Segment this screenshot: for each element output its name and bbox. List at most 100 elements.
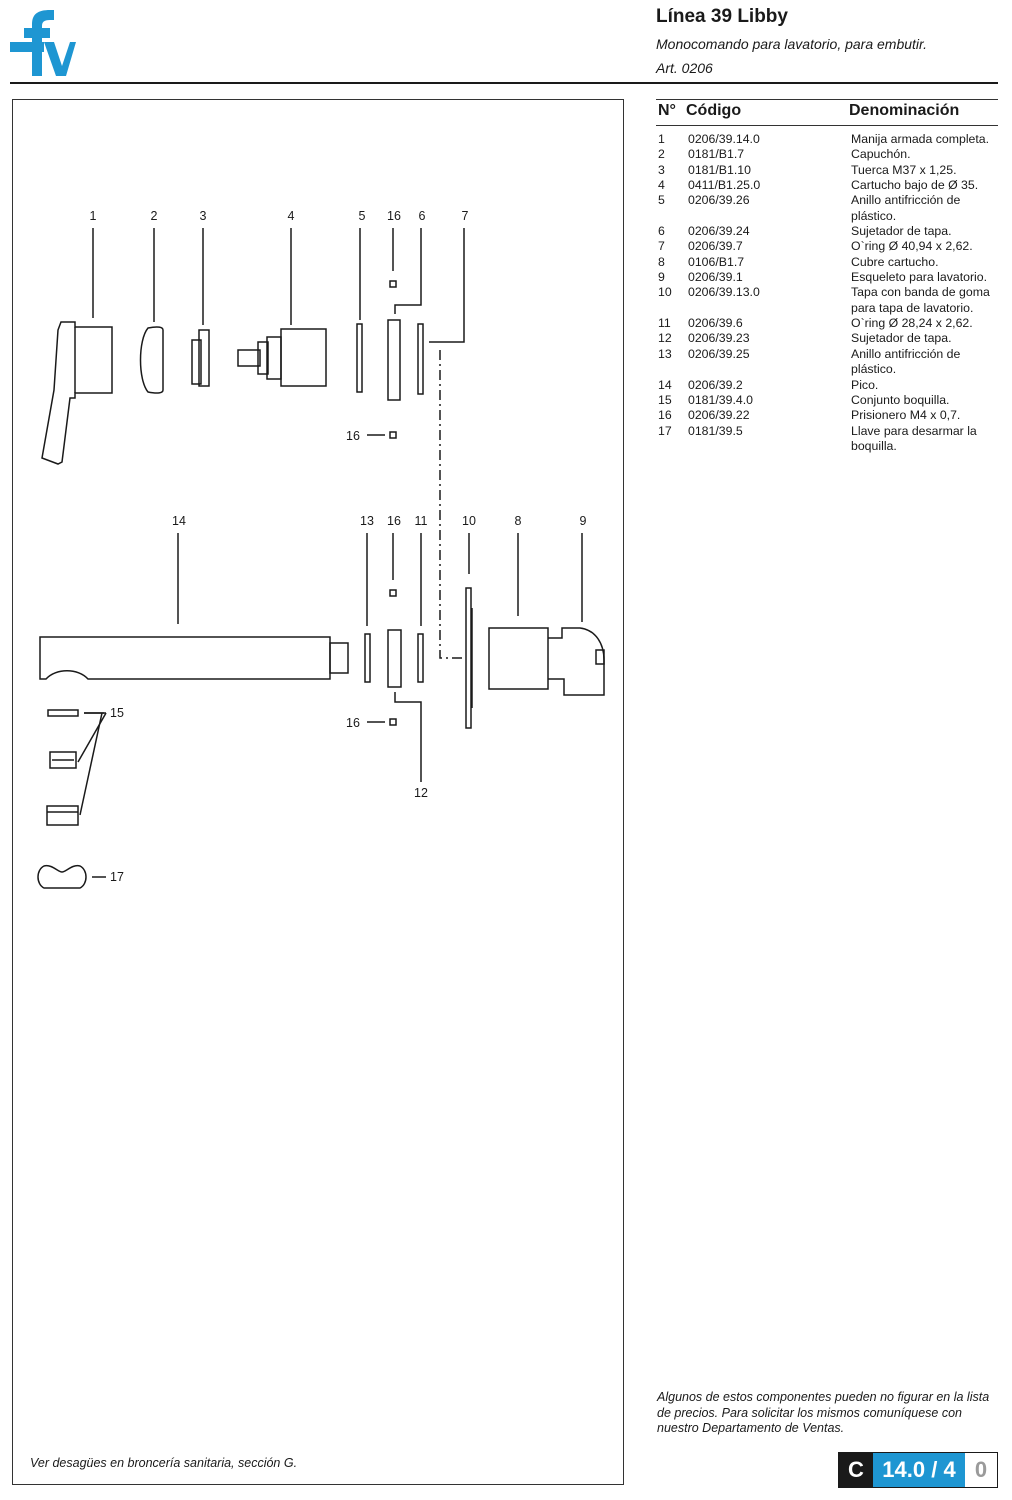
- part-9-body: [548, 627, 605, 696]
- part-16-screw-b: [389, 431, 397, 439]
- part-17-key: [37, 864, 87, 889]
- row-name: Tuerca M37 x 1,25.: [851, 162, 957, 177]
- table-row: 3 0181/B1.10 Tuerca M37 x 1,25.: [656, 163, 1008, 178]
- row-number: 9: [658, 270, 665, 285]
- callout-mid: 13: [360, 514, 374, 528]
- callout-16-lower: 16: [346, 716, 360, 730]
- row-name: Sujetador de tapa.: [851, 331, 952, 346]
- row-name: Llave para desarmar la boquilla.: [851, 423, 977, 453]
- part-16-screw-c: [389, 589, 397, 597]
- callout-mid: 10: [462, 514, 476, 528]
- article-number: Art. 0206: [656, 60, 713, 76]
- part-4-cartridge: [237, 328, 327, 387]
- row-code: 0206/39.2: [688, 377, 743, 392]
- header-number: N°: [658, 102, 676, 119]
- row-number: 6: [658, 224, 665, 239]
- row-code: 0206/39.1: [688, 270, 743, 285]
- row-name: Anillo antifricción de plástico.: [851, 193, 961, 223]
- row-name: Prisionero M4 x 0,7.: [851, 408, 961, 423]
- row-code: 0181/B1.7: [688, 147, 745, 162]
- row-name: O`ring Ø 28,24 x 2,62.: [851, 316, 973, 331]
- row-number: 11: [658, 316, 671, 331]
- part-8-cartridge-cover: [488, 627, 549, 690]
- part-7-oring: [417, 323, 424, 395]
- row-code: 0206/39.22: [688, 408, 750, 423]
- part-11-oring: [417, 633, 424, 683]
- row-number: 8: [658, 254, 665, 269]
- product-subtitle: Monocomando para lavatorio, para embutir…: [656, 36, 928, 52]
- part-16-screw-a: [389, 280, 397, 288]
- row-number: 17: [658, 423, 672, 438]
- callout-top: 3: [200, 209, 207, 223]
- part-3-nut: [191, 329, 210, 387]
- callout-12: 12: [414, 786, 428, 800]
- callout-top: 5: [359, 209, 366, 223]
- part-13-ring: [364, 633, 371, 683]
- row-name: Tapa con banda de goma para tapa de lava…: [851, 285, 990, 315]
- page-badge: C 14.0 / 4 0: [838, 1452, 998, 1488]
- row-code: 0206/39.26: [688, 193, 750, 208]
- row-name: Sujetador de tapa.: [851, 224, 952, 239]
- row-number: 4: [658, 178, 665, 193]
- table-row: 14 0206/39.2 Pico.: [656, 378, 1008, 393]
- row-number: 5: [658, 193, 665, 208]
- callout-15: 15: [110, 706, 124, 720]
- availability-disclaimer: Algunos de estos componentes pueden no f…: [657, 1390, 990, 1435]
- row-number: 12: [658, 331, 672, 346]
- row-name: Pico.: [851, 377, 879, 392]
- header-divider: [10, 82, 998, 84]
- row-code: 0206/39.7: [688, 239, 743, 254]
- drains-note: Ver desagües en broncería sanitaria, sec…: [30, 1456, 298, 1470]
- part-1-handle: [41, 321, 113, 465]
- row-number: 3: [658, 162, 665, 177]
- fv-logo-icon: [10, 10, 76, 76]
- exploded-view-frame: [12, 99, 624, 1485]
- callout-mid: 11: [415, 514, 428, 528]
- callout-16-upper: 16: [346, 429, 360, 443]
- page-section-letter: C: [839, 1453, 873, 1487]
- row-number: 16: [658, 408, 672, 423]
- header-name: Denominación: [849, 102, 960, 119]
- callout-mid: 9: [580, 514, 587, 528]
- part-14-spout: [39, 636, 349, 680]
- page-number: 14.0 / 4: [873, 1453, 965, 1487]
- row-code: 0181/B1.10: [688, 162, 751, 177]
- callout-mid: 8: [515, 514, 522, 528]
- callout-top: 16: [387, 209, 401, 223]
- row-code: 0206/39.25: [688, 346, 750, 361]
- part-6-holder: [387, 319, 401, 401]
- page-sub-number: 0: [965, 1453, 997, 1487]
- row-name: Cubre cartucho.: [851, 254, 939, 269]
- row-number: 2: [658, 147, 665, 162]
- exploded-view-drawing: 1 2 3 4 5 16 6 7 16 14 13 16 11 10 8 9 1…: [37, 209, 605, 889]
- callout-top: 7: [462, 209, 469, 223]
- callout-17: 17: [110, 870, 124, 884]
- table-header-divider: [656, 125, 998, 126]
- row-code: 0411/B1.25.0: [688, 178, 761, 193]
- page-title: Línea 39 Libby: [656, 6, 788, 27]
- table-row: 5 0206/39.26 Anillo antifricción de plásti…: [656, 193, 1008, 224]
- part-16-screw-d: [389, 718, 397, 726]
- row-code: 0181/39.4.0: [688, 392, 753, 407]
- row-name: Cartucho bajo de Ø 35.: [851, 178, 979, 193]
- row-number: 14: [658, 377, 672, 392]
- row-name: Anillo antifricción de plástico.: [851, 346, 961, 377]
- table-row: 4 0411/B1.25.0 Cartucho bajo de Ø 35.: [656, 178, 1008, 193]
- callout-top: 1: [90, 209, 97, 223]
- row-name: Manija armada completa.: [851, 132, 990, 146]
- row-code: 0206/39.14.0: [688, 132, 760, 146]
- table-row: 2 0181/B1.7 Capuchón.: [656, 147, 1008, 162]
- table-top-divider: [656, 99, 998, 100]
- row-name: Capuchón.: [851, 147, 911, 162]
- callout-mid: 14: [172, 514, 186, 528]
